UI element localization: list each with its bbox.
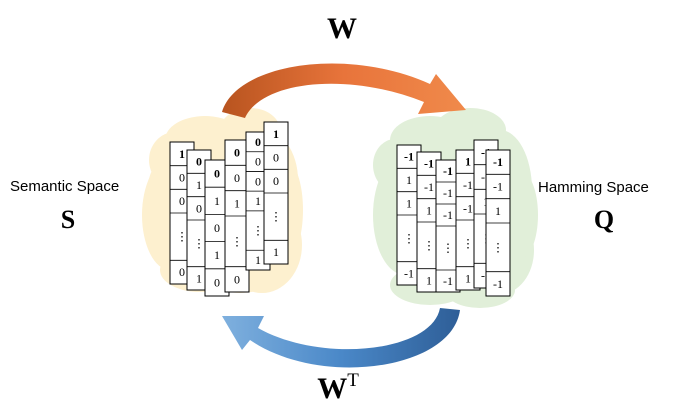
semantic-cell-value: 1 <box>179 147 185 161</box>
hamming-cell-value: -1 <box>493 277 503 291</box>
semantic-cell-value: ⋮ <box>252 224 264 238</box>
backward-label: WT <box>317 370 359 405</box>
hamming-cell-value: ⋮ <box>462 236 474 250</box>
semantic-cell-value: 1 <box>273 127 279 141</box>
hamming-vector-stack: -111⋮-1-1-11⋮1-1-1-1⋮-11-1-1⋮1-1-11⋮-1-1… <box>396 139 511 297</box>
semantic-cell-value: 0 <box>179 194 185 208</box>
hamming-cell-value: ⋮ <box>492 240 504 254</box>
hamming-cell-value: 1 <box>465 155 471 169</box>
hamming-cloud-puff <box>502 171 538 259</box>
semantic-space-label: Semantic Space <box>10 178 119 195</box>
semantic-card: 0 0 1 ⋮ 0 <box>224 139 250 293</box>
hamming-cell-value: -1 <box>443 164 453 178</box>
semantic-cell-value: 0 <box>255 155 261 169</box>
hamming-card: -1 -1 1 ⋮ -1 <box>485 149 511 297</box>
backward-label-base: W <box>317 372 347 405</box>
hamming-cell-value: 1 <box>495 204 501 218</box>
hamming-cell-value: 1 <box>406 196 412 210</box>
semantic-cell-value: 0 <box>273 174 279 188</box>
hamming-cell-value: -1 <box>443 186 453 200</box>
hamming-cell-value: ⋮ <box>423 238 435 252</box>
forward-arrow <box>222 63 466 118</box>
semantic-cell-value: 0 <box>234 146 240 160</box>
hamming-cell-value: 1 <box>465 271 471 285</box>
hamming-cell-value: -1 <box>404 150 414 164</box>
semantic-space-symbol: S <box>61 205 75 234</box>
semantic-cell-value: 0 <box>179 265 185 279</box>
semantic-cell-value: 0 <box>234 171 240 185</box>
semantic-cell-value: 1 <box>214 248 220 262</box>
hamming-cell-value: ⋮ <box>403 231 415 245</box>
semantic-cell-value: 0 <box>214 275 220 289</box>
semantic-card: 1 0 0 ⋮ 1 <box>263 121 289 265</box>
hamming-space-label: Hamming Space <box>538 179 649 196</box>
semantic-cell-value: 0 <box>255 174 261 188</box>
hamming-cell-value: 1 <box>426 273 432 287</box>
semantic-cell-value: 0 <box>255 135 261 149</box>
backward-arrow <box>222 308 460 368</box>
hamming-cell-value: -1 <box>424 157 434 171</box>
hamming-cell-value: -1 <box>493 155 503 169</box>
hamming-cell-value: -1 <box>443 274 453 288</box>
semantic-cell-value: ⋮ <box>231 234 243 248</box>
semantic-cell-value: ⋮ <box>270 210 282 224</box>
hamming-cell-value: 1 <box>426 203 432 217</box>
semantic-cell-value: ⋮ <box>193 236 205 250</box>
semantic-cell-value: ⋮ <box>176 230 188 244</box>
forward-label: W <box>327 12 357 45</box>
semantic-cell-value: 1 <box>214 194 220 208</box>
semantic-cell-value: 0 <box>179 171 185 185</box>
semantic-cell-value: 0 <box>196 201 202 215</box>
semantic-cell-value: 0 <box>196 155 202 169</box>
semantic-cell-value: 1 <box>255 253 261 267</box>
semantic-cell-value: 1 <box>255 194 261 208</box>
hamming-cell-value: -1 <box>463 201 473 215</box>
hamming-cell-value: -1 <box>443 208 453 222</box>
hamming-cell-value: -1 <box>404 266 414 280</box>
hamming-space-symbol: Q <box>594 205 614 234</box>
semantic-cell-value: 0 <box>214 167 220 181</box>
hamming-cell-value: 1 <box>406 173 412 187</box>
semantic-cell-value: 1 <box>196 271 202 285</box>
semantic-cell-value: 0 <box>214 221 220 235</box>
semantic-cell-value: 1 <box>234 196 240 210</box>
semantic-cell-value: 0 <box>234 272 240 286</box>
hamming-cell-value: ⋮ <box>442 241 454 255</box>
semantic-cell-value: 1 <box>273 245 279 259</box>
semantic-cell-value: 0 <box>273 151 279 165</box>
hamming-cell-value: -1 <box>424 180 434 194</box>
hamming-cell-value: -1 <box>463 178 473 192</box>
hamming-cell-value: -1 <box>493 180 503 194</box>
backward-label-superscript: T <box>347 370 359 391</box>
semantic-cell-value: 1 <box>196 178 202 192</box>
